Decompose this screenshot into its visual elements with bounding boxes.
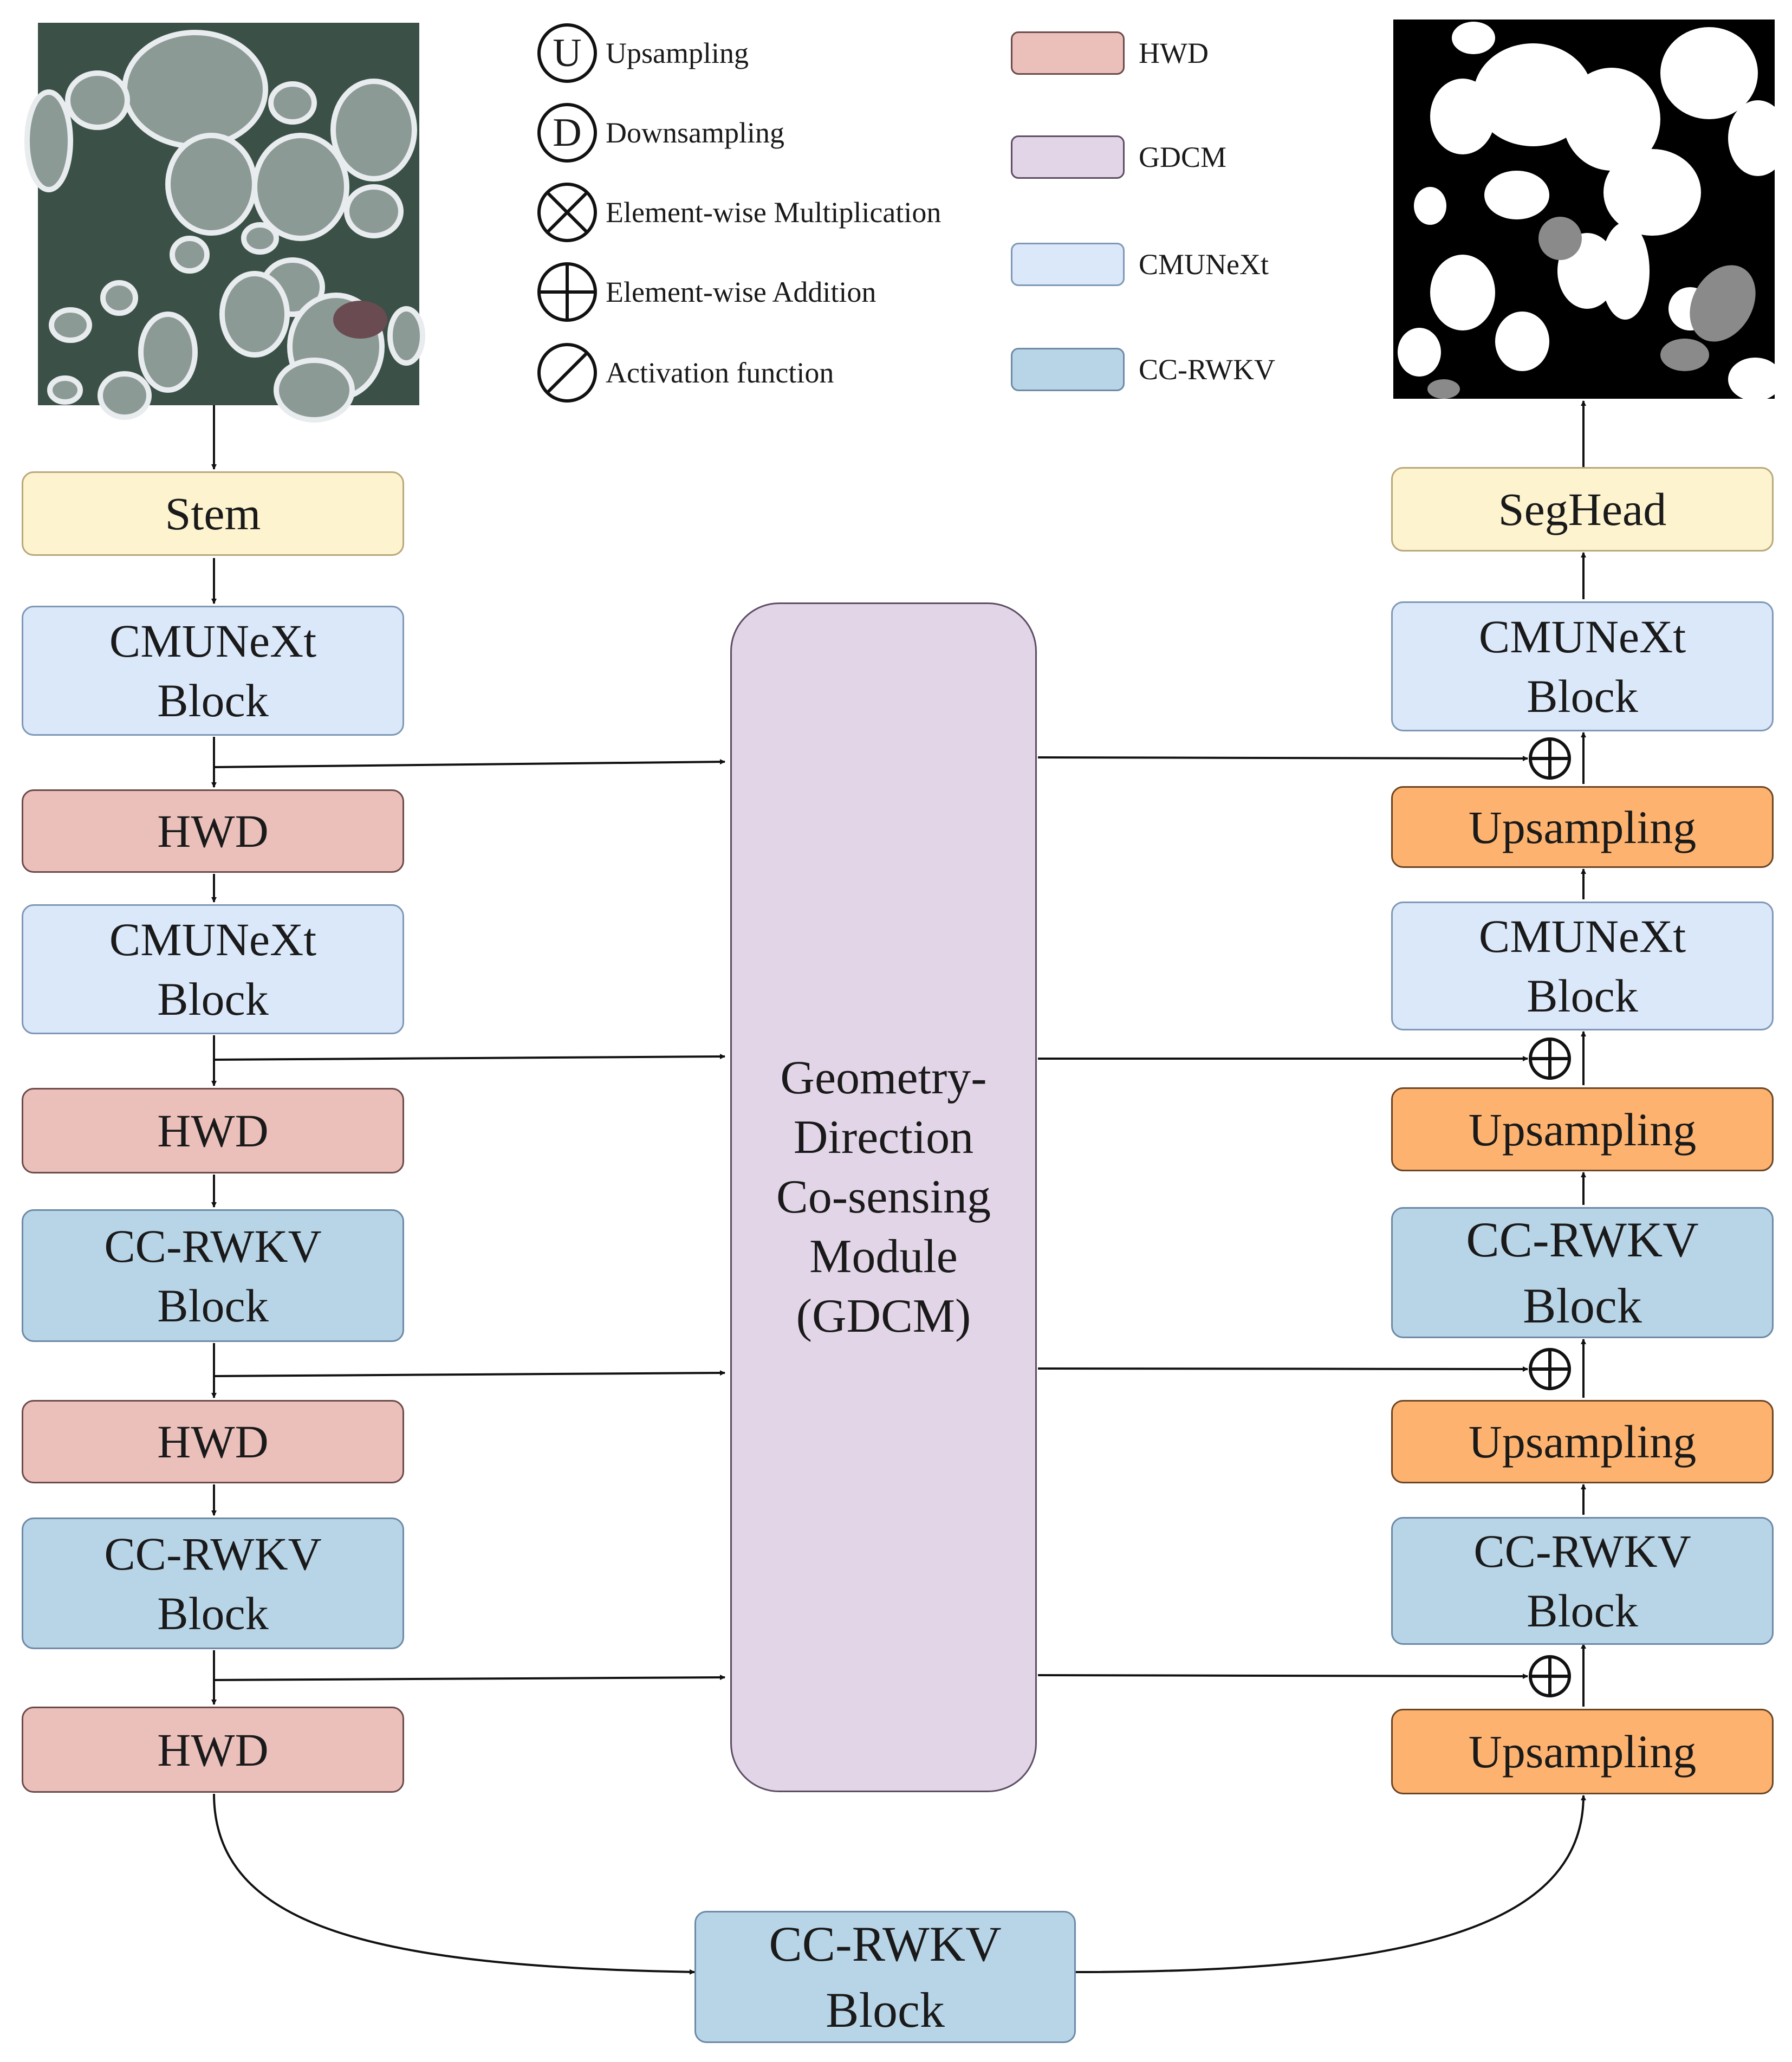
hwd-block-2: HWD — [22, 1088, 404, 1173]
decoder-ccrwkv-block-1: CC-RWKV Block — [1391, 1207, 1774, 1338]
upsampling-label-1: Upsampling — [1468, 801, 1697, 853]
encoder-cmunext-block-2: CMUNeXt Block — [22, 904, 404, 1034]
encoder-cmunext-label-2: CMUNeXt Block — [109, 913, 317, 1025]
hwd-label-2: HWD — [157, 1105, 269, 1157]
encoder-ccrwkv-label-1: CC-RWKV Block — [104, 1220, 322, 1332]
legend-activation-label: Activation function — [606, 356, 834, 389]
legend-swatch-cmunext — [1011, 243, 1125, 286]
downsampling-symbol-letter: D — [553, 111, 582, 155]
upsampling-block-3: Upsampling — [1391, 1400, 1774, 1483]
hwd-label-3: HWD — [157, 1416, 269, 1468]
legend-hwd-label: HWD — [1139, 37, 1209, 69]
downsampling-symbol-icon — [537, 103, 597, 163]
legend-downsampling-label: Downsampling — [606, 116, 784, 149]
addition-node-3 — [1529, 1348, 1571, 1390]
decoder-ccrwkv-block-2: CC-RWKV Block — [1391, 1517, 1774, 1645]
skip-connections-in — [213, 759, 725, 1681]
seghead-block: SegHead — [1391, 467, 1774, 552]
gdcm-label: Geometry- Direction Co-sensing Module (G… — [776, 1052, 991, 1343]
encoder-ccrwkv-block-1: CC-RWKV Block — [22, 1209, 404, 1342]
addition-symbol-icon — [537, 262, 597, 322]
hwd-block-3: HWD — [22, 1400, 404, 1483]
addition-node-2 — [1529, 1038, 1571, 1080]
decoder-cmunext-label-2: CMUNeXt Block — [1478, 910, 1686, 1022]
legend-multiplication-label: Element-wise Multiplication — [606, 196, 942, 229]
legend-ccrwkv-label: CC-RWKV — [1139, 353, 1276, 386]
hwd-label-1: HWD — [157, 805, 269, 857]
legend-symbols — [537, 23, 597, 403]
legend-swatch-hwd — [1011, 31, 1125, 75]
upsampling-block-4: Upsampling — [1391, 1709, 1774, 1794]
skip-connections-out — [1037, 755, 1528, 1679]
addition-nodes — [1529, 737, 1571, 1697]
hwd-block-1: HWD — [22, 789, 404, 873]
multiplication-symbol-icon — [537, 183, 597, 242]
addition-node-4 — [1529, 1655, 1571, 1697]
decoder-cmunext-block-1: CMUNeXt Block — [1391, 601, 1774, 731]
stem-label: Stem — [165, 488, 261, 540]
legend-upsampling-label: Upsampling — [606, 37, 749, 69]
activation-symbol-icon — [537, 343, 597, 403]
hwd-block-4: HWD — [22, 1707, 404, 1793]
upsampling-label-4: Upsampling — [1468, 1726, 1697, 1778]
upsampling-block-1: Upsampling — [1391, 786, 1774, 868]
upsampling-label-2: Upsampling — [1468, 1103, 1697, 1156]
legend-addition-label: Element-wise Addition — [606, 276, 876, 308]
legend-swatch-gdcm — [1011, 135, 1125, 179]
encoder-cmunext-label-1: CMUNeXt Block — [109, 615, 317, 727]
legend-cmunext-label: CMUNeXt — [1139, 248, 1269, 281]
upsampling-symbol-icon — [537, 23, 597, 83]
upsampling-symbol-letter: U — [553, 31, 582, 75]
output-mask — [1393, 20, 1788, 401]
encoder-cmunext-block-1: CMUNeXt Block — [22, 606, 404, 736]
hwd-label-4: HWD — [157, 1723, 269, 1776]
encoder-ccrwkv-label-2: CC-RWKV Block — [104, 1527, 322, 1639]
bottleneck-arrows — [213, 1793, 1586, 1975]
decoder-cmunext-label-1: CMUNeXt Block — [1478, 611, 1686, 722]
upsampling-label-3: Upsampling — [1468, 1416, 1697, 1468]
legend-gdcm-label: GDCM — [1139, 141, 1227, 173]
legend-swatch-ccrwkv — [1011, 348, 1125, 391]
encoder-ccrwkv-block-2: CC-RWKV Block — [22, 1518, 404, 1649]
decoder-ccrwkv-label-1: CC-RWKV Block — [1466, 1212, 1699, 1333]
decoder-ccrwkv-label-2: CC-RWKV Block — [1473, 1525, 1691, 1637]
bottleneck-label: CC-RWKV Block — [769, 1916, 1002, 2038]
gdcm-block: Geometry- Direction Co-sensing Module (G… — [730, 602, 1037, 1792]
bottleneck-ccrwkv-block: CC-RWKV Block — [694, 1911, 1076, 2043]
seghead-label: SegHead — [1498, 483, 1667, 535]
input-image — [24, 23, 425, 423]
addition-node-1 — [1529, 737, 1571, 780]
decoder-cmunext-block-2: CMUNeXt Block — [1391, 902, 1774, 1030]
upsampling-block-2: Upsampling — [1391, 1087, 1774, 1171]
stem-block: Stem — [22, 471, 404, 556]
